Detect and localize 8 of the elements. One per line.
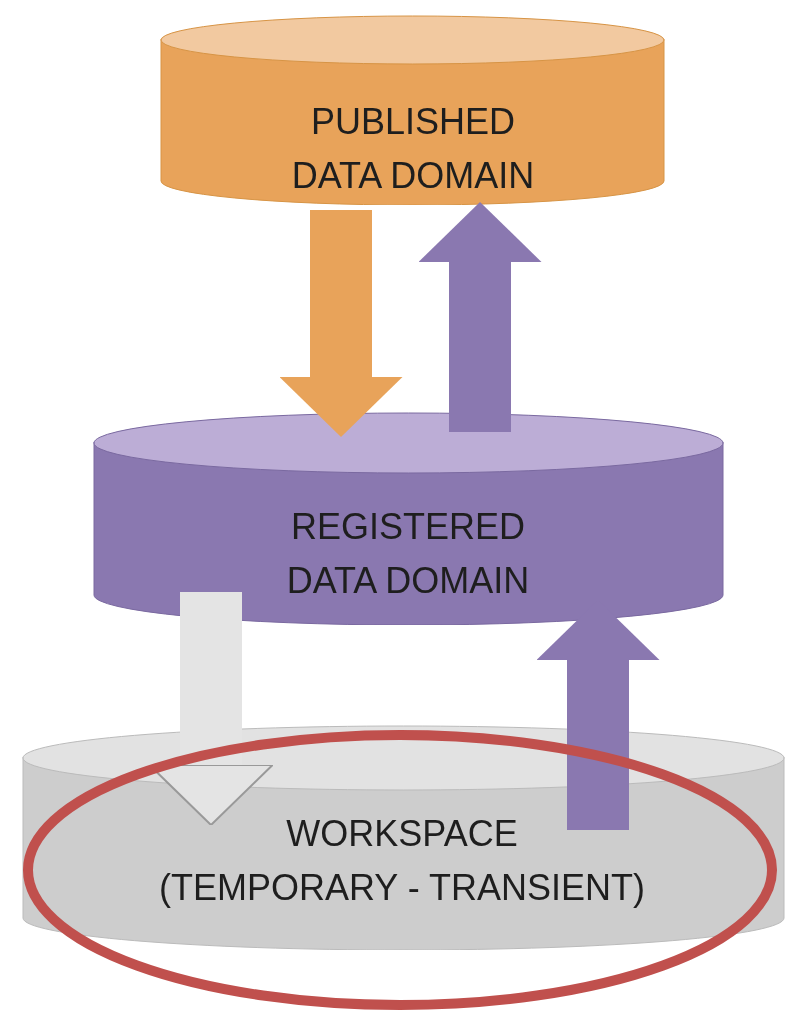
domain-label: WORKSPACE: [285, 812, 519, 856]
database-cylinder: [160, 15, 665, 205]
domain-label: (TEMPORARY - TRANSIENT): [157, 866, 647, 910]
database-cylinder: [93, 412, 724, 625]
domain-label: REGISTERED DATA DOMAIN: [285, 505, 531, 603]
domain-label: PUBLISHED DATA DOMAIN: [290, 100, 536, 198]
block-arrow: [418, 202, 542, 432]
database-cylinder: [22, 725, 785, 950]
